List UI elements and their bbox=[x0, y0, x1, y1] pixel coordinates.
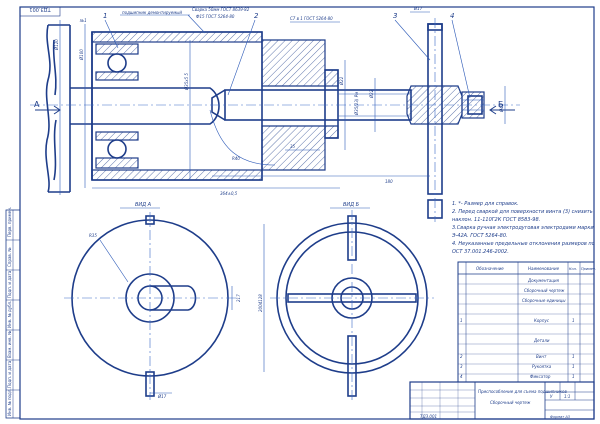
stamp-label-3: Подп. и дата bbox=[7, 270, 12, 298]
rotation-arc bbox=[209, 109, 276, 166]
view-b-title: ВИД Б bbox=[343, 202, 360, 208]
leader-3: 3 bbox=[393, 12, 397, 20]
spec-header-name: Наименование bbox=[528, 266, 560, 271]
dim-d-center: Ø35x5 5 bbox=[184, 73, 189, 91]
title-block: Приспособление для съема подшипников Сбо… bbox=[409, 381, 595, 420]
svg-text:4: 4 bbox=[460, 374, 463, 379]
note-line-4: 3.Сварка ручная электродуговая электрода… bbox=[452, 225, 594, 231]
stamp-label-1: Перв. примен. bbox=[7, 207, 12, 237]
title-lit: У bbox=[550, 394, 553, 399]
doc-code-box bbox=[19, 6, 61, 17]
spec-row-qty-10: 1 bbox=[572, 364, 575, 369]
side-stamp: Перв. примен. Справ. № Подп. и дата Инв.… bbox=[5, 207, 21, 419]
title-subtitle: Сборочный чертеж bbox=[490, 400, 531, 405]
view-a-pin-dim: Ø17 bbox=[157, 394, 167, 399]
bearing-ball-bottom bbox=[107, 139, 127, 159]
stamp-label-6: Подп. и дата bbox=[7, 360, 12, 388]
dim-d-left: Ø100 bbox=[79, 49, 84, 61]
note-nu: №1 bbox=[79, 18, 87, 23]
svg-text:1: 1 bbox=[460, 318, 463, 323]
body-block-lower bbox=[261, 125, 339, 171]
title-main: Приспособление для съема подшипников bbox=[478, 389, 567, 394]
spec-row-name-7: Детали bbox=[533, 338, 550, 343]
arrow-b-label: Б bbox=[498, 100, 504, 109]
title-format: Формат А3 bbox=[550, 415, 570, 419]
bearing-inner-top bbox=[95, 71, 139, 81]
spec-row-name-3: Сборочные единицы bbox=[522, 298, 565, 303]
spec-table: Обозначение Наименование Кол. Примеч. До… bbox=[457, 261, 596, 383]
section-view: А Б 1 2 3 4 подшипник демонтируемый Свар… bbox=[30, 6, 520, 222]
note-line-5: Э-42А. ГОСТ 5264-80. bbox=[451, 233, 508, 239]
spec-row-name-11: Фиксатор bbox=[530, 374, 551, 379]
note-weld-top-1: Сварка 50мм ГОСТ 8639-82 bbox=[192, 7, 250, 12]
stamp-label-7: Инв. № подл. bbox=[7, 388, 12, 416]
dim-len-total: 364±0,5 bbox=[220, 191, 238, 196]
bearing-inner-bottom bbox=[95, 131, 139, 141]
view-a-radius: R35 bbox=[89, 233, 97, 238]
note-weld-right: С7 в 1 ГОСТ 5264-80 bbox=[290, 16, 333, 21]
note-bearing: подшипник демонтируемый bbox=[122, 10, 182, 15]
dim-radius: R40 bbox=[232, 156, 240, 161]
body-block bbox=[261, 39, 339, 87]
dim-d-right: Ø22 bbox=[369, 89, 374, 99]
spec-row-name-9: Винт bbox=[536, 354, 547, 359]
leader-2: 2 bbox=[254, 12, 259, 20]
dim-len-shaft: 180 bbox=[385, 179, 393, 184]
view-a: ВИД А R35 217 Ø17 bbox=[64, 202, 241, 400]
view-b-height: 2004128 bbox=[258, 294, 263, 312]
dim-d-hole: Ø22 bbox=[339, 76, 344, 86]
stamp-label-5: Взам. инв. № bbox=[7, 331, 12, 358]
bearing-ball-top bbox=[107, 53, 127, 73]
svg-text:3: 3 bbox=[460, 364, 463, 369]
dim-d-shaft: Ø35(23) Рм bbox=[354, 92, 359, 116]
arrow-b bbox=[489, 105, 515, 115]
view-a-title: ВИД А bbox=[135, 202, 152, 208]
technical-notes: 1. *- Размер для справок. 2. Перед сварк… bbox=[451, 201, 595, 255]
dim-len-top: Ø17 bbox=[413, 6, 423, 11]
stamp-label-2: Справ. № bbox=[7, 248, 12, 267]
dim-d-knob: Ø42 bbox=[499, 103, 504, 113]
note-line-7: ОСТ 37.001.246-2002. bbox=[452, 249, 509, 255]
spec-row-name-2: Сборочный чертеж bbox=[524, 288, 565, 293]
note-line-3: наклон. 11-110Г2К ГОСТ 8583-98. bbox=[452, 217, 540, 223]
stamp-label-4: Инв. № дубл. bbox=[7, 301, 12, 328]
spec-row-qty-11: 1 bbox=[572, 374, 575, 379]
leader-1: 1 bbox=[103, 12, 107, 20]
spec-row-name-10: Рукоятка bbox=[532, 364, 552, 369]
title-scale: 1:1 bbox=[564, 394, 570, 399]
view-b: ВИД Б 2004128 bbox=[258, 202, 434, 402]
housing-wall-bottom bbox=[91, 169, 263, 181]
note-line-2: 2. Перед сваркой для поверхности винта (… bbox=[452, 209, 593, 215]
note-line-1: 1. *- Размер для справок. bbox=[452, 201, 519, 207]
leader-4: 4 bbox=[450, 12, 454, 20]
spec-header-qty: Кол. bbox=[569, 267, 577, 271]
spec-row-name-1: Документация bbox=[527, 278, 560, 283]
note-weld-top-2: Ф15 ГОСТ 5264-80 bbox=[196, 14, 235, 19]
arrow-a-label: А bbox=[34, 100, 40, 109]
dim-d-top: Ø120 bbox=[54, 39, 59, 51]
doc-code-rotated: ТДЗ.001 bbox=[29, 6, 51, 12]
bearing-outer-bottom bbox=[95, 157, 139, 169]
spec-row-qty-5: 1 bbox=[572, 318, 575, 323]
spec-row-name-5: Корпус bbox=[534, 318, 550, 323]
spec-header-designation: Обозначение bbox=[476, 266, 504, 271]
note-line-6: 4. Неуказанные предельные отклонения раз… bbox=[452, 241, 595, 247]
spec-row-qty-9: 1 bbox=[572, 354, 575, 359]
view-a-height: 217 bbox=[236, 294, 241, 302]
workpiece-break-line bbox=[45, 24, 51, 193]
spec-header-note: Примеч. bbox=[581, 267, 596, 271]
svg-text:2: 2 bbox=[460, 354, 463, 359]
workpiece-shaft bbox=[70, 87, 220, 125]
title-doc-code: ТДЗ.001 bbox=[420, 414, 437, 419]
dim-len-small: 35 bbox=[290, 144, 296, 149]
housing-wall-top bbox=[91, 31, 263, 43]
